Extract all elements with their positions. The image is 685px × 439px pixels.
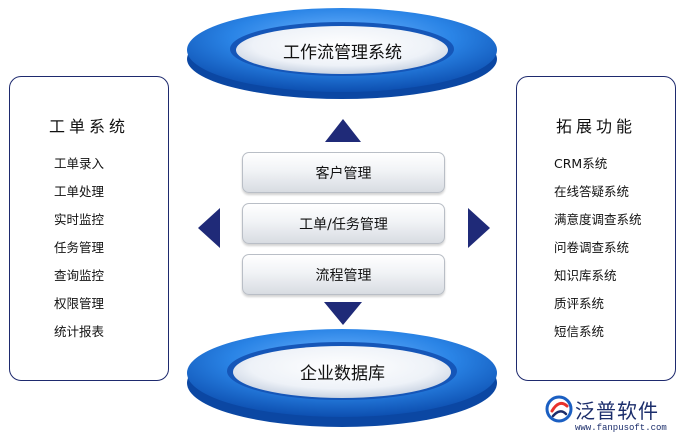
left-panel-title: 工单系统 [48,117,129,136]
ticket-task-management-button[interactable]: 工单/任务管理 [242,203,445,244]
list-item: 统计报表 [54,324,105,339]
list-item: CRM系统 [554,156,608,171]
list-item: 权限管理 [54,296,105,311]
process-management-button[interactable]: 流程管理 [242,254,445,295]
fanpu-logo: 泛普软件 www.fanpusoft.com [544,394,684,438]
list-item: 任务管理 [54,240,105,255]
bottom-disc-graphic [187,329,497,427]
left-panel-list: 工单录入 工单处理 实时监控 任务管理 查询监控 权限管理 统计报表 [54,155,104,351]
up-arrow-icon [325,119,361,142]
right-panel-title: 拓展功能 [555,117,636,136]
left-panel: 工单系统 工单录入 工单处理 实时监控 任务管理 查询监控 权限管理 统计报表 [9,76,169,381]
logo-name: 泛普软件 [575,399,659,423]
top-disc-label: 工作流管理系统 [283,43,402,63]
bottom-disc: 企业数据库 [185,323,500,431]
list-item: 问卷调查系统 [554,240,630,255]
bottom-disc-label: 企业数据库 [300,364,385,384]
top-disc-graphic [187,8,497,99]
list-item: 质评系统 [554,296,605,311]
right-panel: 拓展功能 CRM系统 在线答疑系统 满意度调查系统 问卷调查系统 知识库系统 质… [516,76,676,381]
fanpu-logo-icon [545,395,573,423]
list-item: 实时监控 [54,212,105,227]
list-item: 短信系统 [554,324,605,339]
list-item: 知识库系统 [554,268,617,283]
list-item: 在线答疑系统 [554,184,630,199]
list-item: 查询监控 [54,268,105,283]
top-disc: 工作流管理系统 [185,2,500,102]
logo-url: www.fanpusoft.com [575,423,667,433]
customer-management-button[interactable]: 客户管理 [242,152,445,193]
list-item: 满意度调查系统 [554,212,642,227]
right-arrow-icon [468,208,490,248]
left-arrow-icon [198,208,220,248]
right-panel-list: CRM系统 在线答疑系统 满意度调查系统 问卷调查系统 知识库系统 质评系统 短… [554,155,642,351]
down-arrow-icon [324,302,362,325]
list-item: 工单处理 [54,184,105,199]
list-item: 工单录入 [54,156,105,171]
